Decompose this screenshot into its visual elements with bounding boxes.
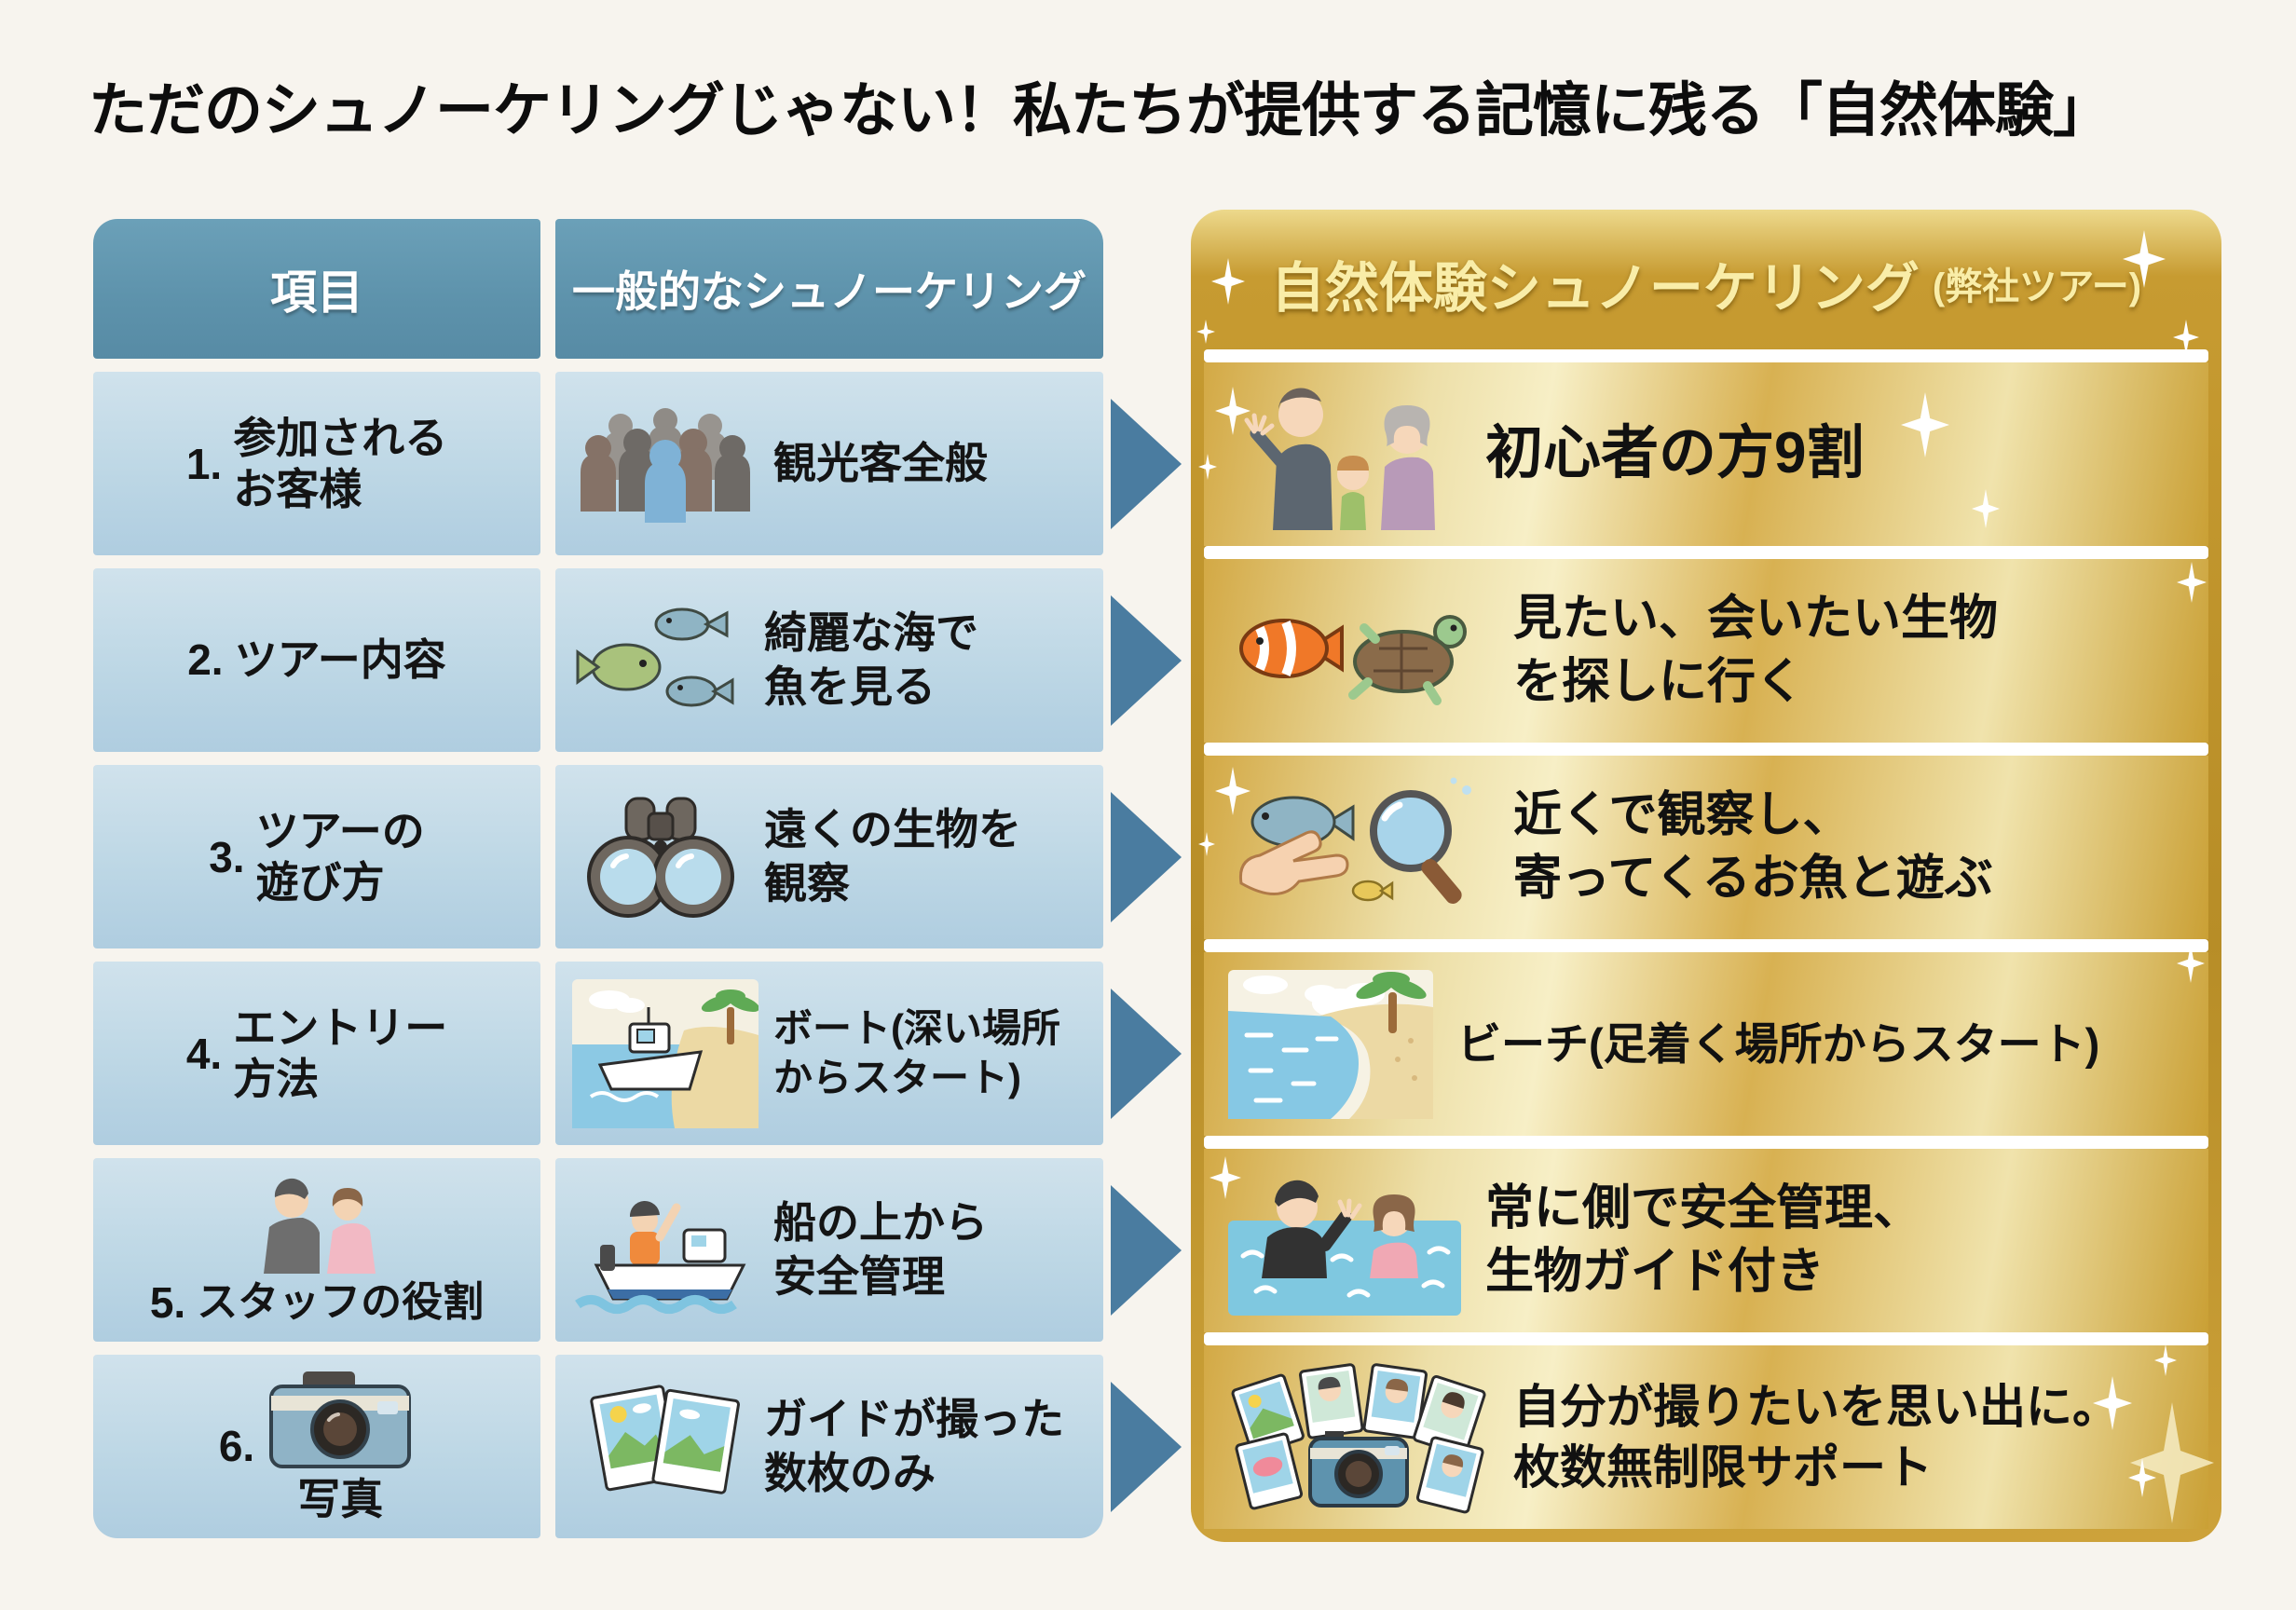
row2-number: 2. [187, 635, 224, 685]
staff-pair-icon [238, 1173, 396, 1276]
row3-item-label: ツアーの遊び方 [255, 807, 425, 907]
row1-general-cell: 観光客全般 [555, 372, 1103, 555]
row4-nature-text: ビーチ(足着く場所からスタート) [1457, 1018, 2100, 1069]
comparison-table: 項目 一般的なシュノーケリング 1. 参加されるお客様 [93, 219, 1103, 1538]
arrow-icon [1111, 1382, 1182, 1512]
row2-item-cell: 2. ツアー内容 [93, 568, 540, 752]
row3-item-cell: 3. ツアーの遊び方 [93, 765, 540, 948]
row6-number: 6. [218, 1422, 255, 1471]
row4-general-text: ボート(深い場所からスタート) [773, 1006, 1060, 1099]
row6-general-text: ガイドが撮った数枚のみ [764, 1395, 1064, 1497]
header-nature: 自然体験シュノーケリング (弊社ツアー) [1270, 258, 2142, 319]
gold-separator [1204, 349, 2208, 362]
row4-item-label: エントリー方法 [233, 1003, 448, 1103]
photos-icon [572, 1372, 749, 1521]
water-guide-icon [1228, 1167, 1461, 1316]
header-general: 一般的なシュノーケリング [555, 219, 1103, 359]
gold-separator [1204, 1332, 2208, 1345]
arrow-icon [1111, 595, 1182, 726]
row2-nature-cell: 見たい、会いたい生物を探しに行く [1204, 559, 2208, 743]
row3-general-cell: 遠くの生物を観察 [555, 765, 1103, 948]
arrow-icon [1111, 1185, 1182, 1316]
camera-photos-icon [1228, 1358, 1489, 1517]
camera-icon [266, 1368, 415, 1472]
fish-school-icon [572, 591, 749, 730]
row4-nature-cell: ビーチ(足着く場所からスタート) [1204, 952, 2208, 1136]
row6-general-cell: ガイドが撮った数枚のみ [555, 1355, 1103, 1538]
crowd-icon [572, 394, 758, 534]
gold-separator [1204, 743, 2208, 756]
row3-number: 3. [209, 832, 245, 881]
row1-nature-cell: 初心者の方9割 [1204, 362, 2208, 546]
row1-number: 1. [185, 439, 223, 488]
row3-nature-cell: 近くで観察し、寄ってくるお魚と遊ぶ [1204, 756, 2208, 939]
gold-separator [1204, 939, 2208, 952]
row5-item-label: スタッフの役割 [197, 1278, 485, 1325]
row6-item-cell: 6. 写真 [93, 1355, 540, 1538]
row2-nature-text: 見たい、会いたい生物を探しに行く [1513, 591, 1999, 709]
row5-general-cell: 船の上から安全管理 [555, 1158, 1103, 1342]
row6-nature-text: 自分が撮りたいを思い出に。枚数無制限サポート [1513, 1380, 2119, 1494]
row2-general-text: 綺麗な海で魚を見る [764, 608, 978, 711]
row1-nature-text: 初心者の方9割 [1485, 421, 1865, 486]
clownfish-turtle-icon [1228, 581, 1489, 721]
row5-nature-cell: 常に側で安全管理、生物ガイド付き [1204, 1149, 2208, 1332]
row5-number: 5. [149, 1277, 186, 1327]
row2-general-cell: 綺麗な海で魚を見る [555, 568, 1103, 752]
boat-guide-icon [572, 1176, 758, 1325]
row6-nature-cell: 自分が撮りたいを思い出に。枚数無制限サポート [1204, 1345, 2208, 1529]
gold-separator [1204, 546, 2208, 559]
gold-separator [1204, 1136, 2208, 1149]
row4-general-cell: ボート(深い場所からスタート) [555, 962, 1103, 1145]
row1-item-cell: 1. 参加されるお客様 [93, 372, 540, 555]
header-item: 項目 [93, 219, 540, 359]
page-title: ただのシュノーケリングじゃない！私たちが提供する記憶に残る「自然体験」 [89, 78, 2112, 143]
arrow-icon [1111, 399, 1182, 529]
arrow-icon [1111, 792, 1182, 922]
row4-number: 4. [185, 1029, 223, 1078]
boat-beach-icon [572, 978, 758, 1128]
row1-item-label: 参加されるお客様 [233, 414, 448, 513]
row1-general-text: 観光客全般 [773, 438, 988, 487]
arrow-icon [1111, 989, 1182, 1119]
family-icon [1228, 375, 1461, 534]
binoculars-icon [572, 787, 749, 927]
row3-nature-text: 近くで観察し、寄ってくるお魚と遊ぶ [1513, 787, 1993, 906]
nature-panel: 自然体験シュノーケリング (弊社ツアー) [1191, 210, 2221, 1542]
row2-item-label: ツアー内容 [234, 635, 446, 685]
hand-fish-magnifier-icon [1228, 773, 1489, 922]
row5-nature-text: 常に側で安全管理、生物ガイド付き [1485, 1180, 1922, 1299]
row4-item-cell: 4. エントリー方法 [93, 962, 540, 1145]
row3-general-text: 遠くの生物を観察 [764, 805, 1021, 907]
row5-general-text: 船の上から安全管理 [773, 1198, 988, 1301]
row6-item-label: 写真 [297, 1475, 384, 1524]
beach-icon [1228, 969, 1433, 1119]
row5-item-cell: 5. スタッフの役割 [93, 1158, 540, 1342]
